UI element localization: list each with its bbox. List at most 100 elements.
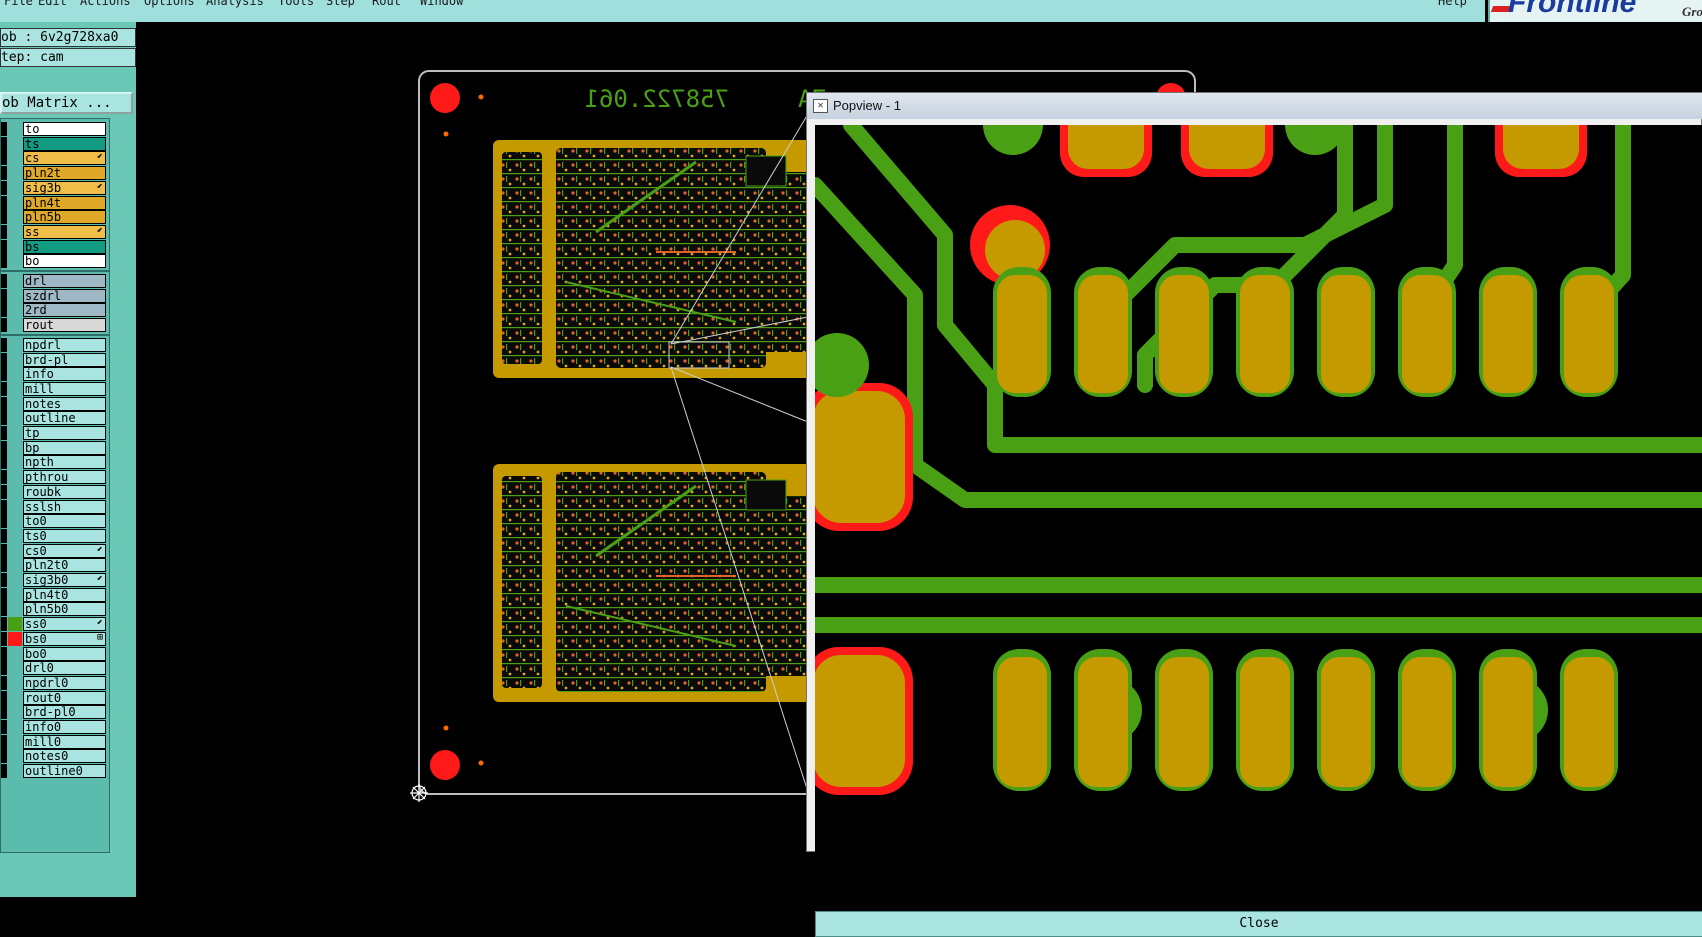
layer-name[interactable]: drl0: [23, 661, 106, 676]
layer-row-pln5b0[interactable]: pln5b0: [1, 601, 109, 617]
layer-name[interactable]: pln2t: [23, 166, 106, 181]
layer-name[interactable]: sslsh: [23, 499, 106, 514]
layer-row-pln4t[interactable]: pln4t: [1, 195, 109, 211]
layer-name[interactable]: bo0: [23, 646, 106, 661]
layer-row-npdrl[interactable]: npdrl: [1, 337, 109, 353]
layer-checkbox[interactable]: [1, 254, 7, 269]
layer-name[interactable]: tp: [23, 426, 106, 440]
popview-window[interactable]: ✕ Popview - 1: [806, 92, 1702, 937]
layer-name[interactable]: outline: [23, 411, 106, 426]
layer-name[interactable]: to0: [23, 514, 106, 529]
layer-row-info0[interactable]: info0: [1, 719, 109, 735]
menu-actions[interactable]: Actions: [80, 0, 131, 8]
layer-row-npth[interactable]: npth: [1, 454, 109, 470]
layer-row-cs0[interactable]: cs0⬋: [1, 543, 109, 559]
layer-row-info[interactable]: info: [1, 366, 109, 382]
layer-row-rout[interactable]: rout: [1, 317, 109, 333]
layer-row-rout0[interactable]: rout0: [1, 690, 109, 706]
layer-row-drl[interactable]: drl: [1, 273, 109, 289]
layer-name[interactable]: roubk: [23, 484, 106, 499]
layer-row-roubk[interactable]: roubk: [1, 484, 109, 500]
layer-row-brd-pl[interactable]: brd-pl: [1, 352, 109, 368]
layer-checkbox[interactable]: [1, 734, 7, 749]
layer-row-cs[interactable]: cs⬋: [1, 150, 109, 166]
layer-checkbox[interactable]: [1, 573, 7, 587]
menu-help[interactable]: Help: [1438, 0, 1467, 8]
layer-checkbox[interactable]: [1, 151, 7, 166]
layer-name[interactable]: szdrl: [23, 288, 106, 303]
layer-checkbox[interactable]: [1, 274, 7, 288]
layer-name[interactable]: rout0: [23, 690, 106, 705]
layer-name[interactable]: cs0⬋: [23, 543, 106, 558]
layer-checkbox[interactable]: [1, 195, 7, 210]
layer-checkbox[interactable]: [1, 587, 7, 602]
menu-tools[interactable]: Tools: [278, 0, 315, 8]
layer-name[interactable]: pln5b0: [23, 602, 106, 617]
layer-name[interactable]: ss0⬋: [23, 617, 106, 632]
layer-row-ts0[interactable]: ts0: [1, 528, 109, 544]
layer-name[interactable]: npth: [23, 455, 106, 470]
layer-row-pln4t0[interactable]: pln4t0: [1, 587, 109, 603]
layer-row-ts[interactable]: ts: [1, 136, 109, 152]
layer-checkbox[interactable]: [1, 122, 7, 136]
layer-checkbox[interactable]: [1, 720, 7, 734]
layer-row-bs[interactable]: bs: [1, 239, 109, 255]
layer-row-2rd[interactable]: 2rd: [1, 302, 109, 318]
layer-row-notes[interactable]: notes: [1, 396, 109, 412]
layer-name[interactable]: ts0: [23, 528, 106, 543]
layer-checkbox[interactable]: [1, 661, 7, 676]
layer-checkbox[interactable]: [1, 484, 7, 499]
layer-checkbox[interactable]: [1, 224, 7, 239]
layer-checkbox[interactable]: [1, 440, 7, 455]
layer-checkbox[interactable]: [1, 543, 7, 558]
layer-name[interactable]: ts: [23, 136, 106, 151]
layer-row-to0[interactable]: to0: [1, 513, 109, 529]
layer-row-pln5b[interactable]: pln5b: [1, 209, 109, 225]
layer-row-sig3b[interactable]: sig3b⬋: [1, 180, 109, 196]
layer-checkbox[interactable]: [1, 337, 7, 352]
layer-row-bo0[interactable]: bo0: [1, 646, 109, 662]
layer-row-tp[interactable]: tp: [1, 425, 109, 441]
layer-row-outline[interactable]: outline: [1, 410, 109, 426]
layer-row-outline0[interactable]: outline0: [1, 763, 109, 779]
layer-row-mill0[interactable]: mill0: [1, 734, 109, 750]
layer-checkbox[interactable]: [1, 303, 7, 318]
layer-checkbox[interactable]: [1, 455, 7, 470]
layer-name[interactable]: notes0: [23, 749, 106, 764]
layer-checkbox[interactable]: [1, 136, 7, 151]
layer-checkbox[interactable]: [1, 470, 7, 485]
layer-checkbox[interactable]: [1, 764, 7, 779]
popview-close-button[interactable]: Close: [815, 911, 1702, 937]
layer-display-color[interactable]: [8, 631, 22, 646]
layer-checkbox[interactable]: [1, 705, 7, 720]
layer-checkbox[interactable]: [1, 166, 7, 181]
layer-row-bo[interactable]: bo: [1, 253, 109, 269]
layer-row-ss[interactable]: ss⬋: [1, 224, 109, 240]
layer-name[interactable]: ss⬋: [23, 224, 106, 239]
layer-checkbox[interactable]: [1, 411, 7, 426]
layer-name[interactable]: rout: [23, 318, 106, 333]
layer-row-to[interactable]: to: [1, 121, 109, 137]
layer-checkbox[interactable]: [1, 352, 7, 367]
layer-name[interactable]: bo: [23, 254, 106, 269]
layer-checkbox[interactable]: [1, 528, 7, 543]
layer-row-bs0[interactable]: bs0⊞: [1, 631, 109, 647]
layer-checkbox[interactable]: [1, 426, 7, 440]
layer-name[interactable]: mill0: [23, 734, 106, 749]
popview-title-bar[interactable]: ✕ Popview - 1: [807, 93, 1702, 119]
layer-name[interactable]: drl: [23, 274, 106, 288]
layer-checkbox[interactable]: [1, 690, 7, 705]
menu-analysis[interactable]: Analysis: [206, 0, 264, 8]
layer-name[interactable]: mill: [23, 381, 106, 396]
layer-name[interactable]: npdrl0: [23, 675, 106, 690]
layer-checkbox[interactable]: [1, 367, 7, 382]
layer-row-sslsh[interactable]: sslsh: [1, 499, 109, 515]
layer-name[interactable]: sig3b⬋: [23, 180, 106, 195]
layer-checkbox[interactable]: [1, 646, 7, 661]
layer-name[interactable]: pthrou: [23, 470, 106, 485]
layer-row-sig3b0[interactable]: sig3b0⬋: [1, 572, 109, 588]
layer-name[interactable]: pln4t0: [23, 587, 106, 602]
layer-name[interactable]: cs⬋: [23, 151, 106, 166]
layer-checkbox[interactable]: [1, 675, 7, 690]
